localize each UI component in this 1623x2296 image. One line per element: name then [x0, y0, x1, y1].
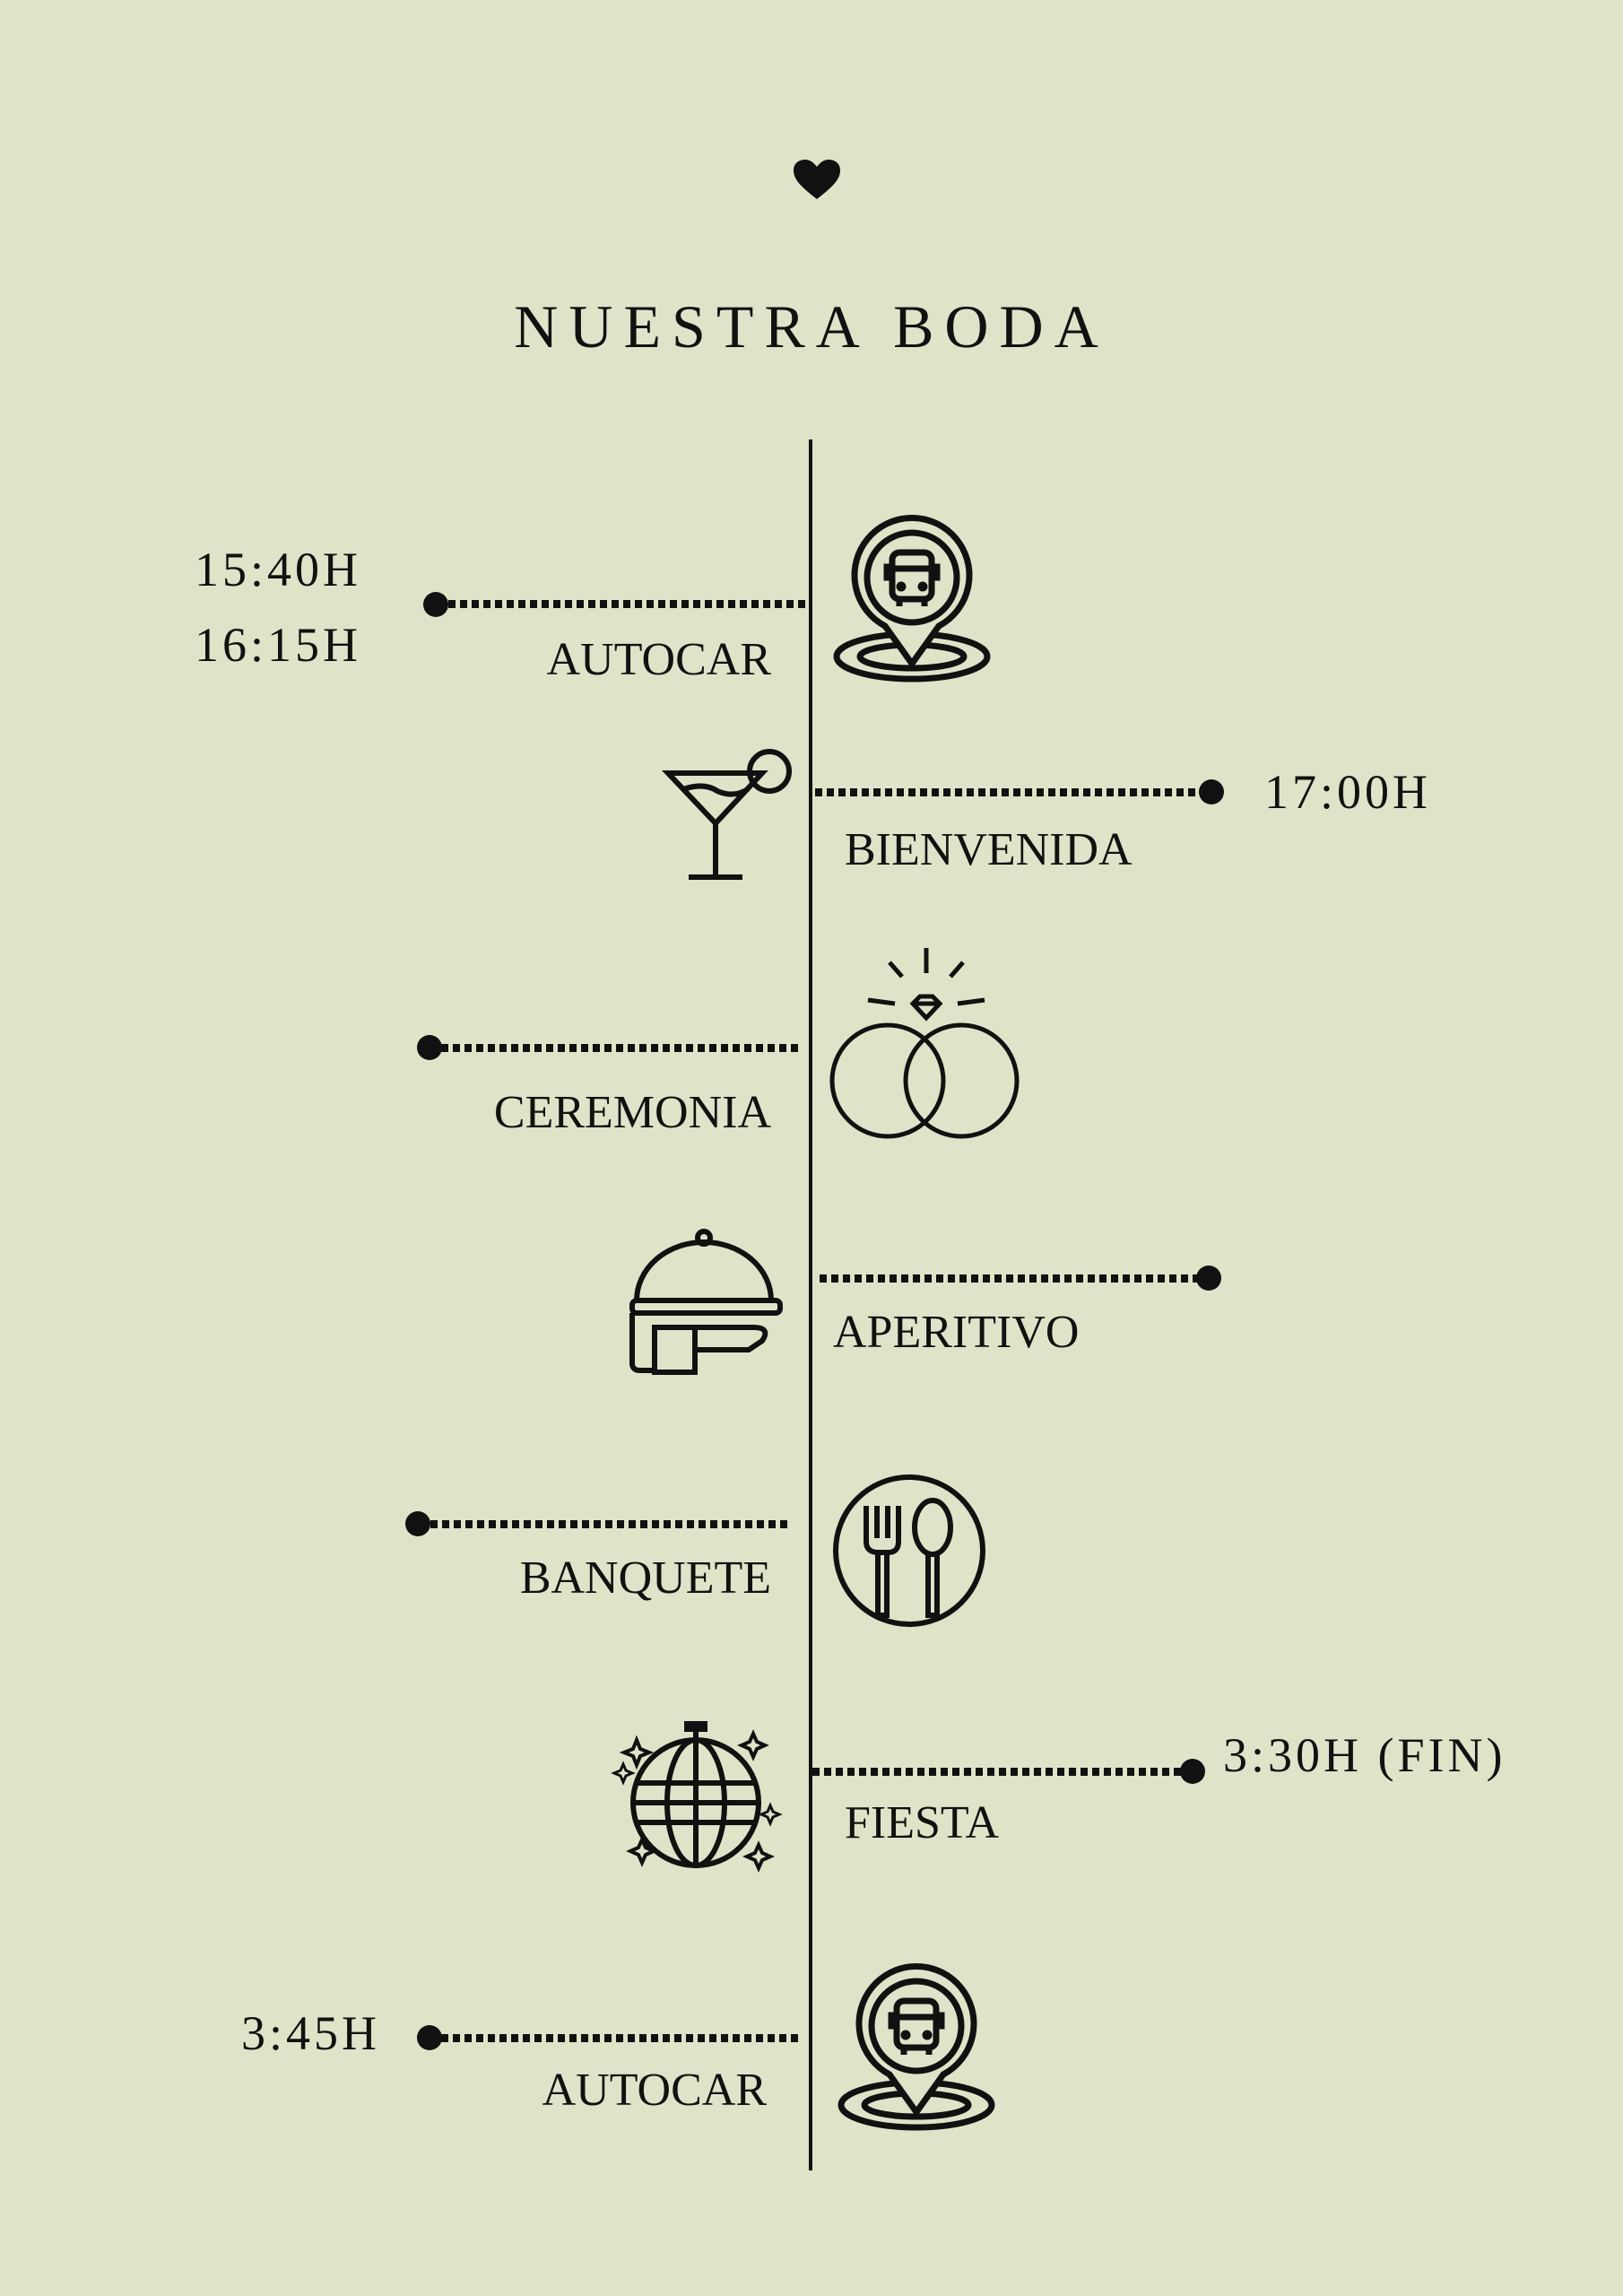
timeline-dot [1196, 1265, 1221, 1291]
event-label: AUTOCAR [546, 634, 771, 685]
cutlery-icon [833, 1474, 985, 1627]
timeline-axis [809, 439, 812, 2170]
event-label: BIENVENIDA [845, 824, 1133, 875]
cocktail-icon [662, 749, 792, 880]
event-label: BANQUETE [519, 1552, 771, 1604]
event-time: 3:30H (FIN) [1223, 1728, 1506, 1782]
bus-location-icon [838, 1963, 995, 2131]
dotted-connector [441, 2034, 802, 2042]
timeline-dot [417, 2025, 442, 2050]
heart-icon [794, 160, 840, 199]
event-label: APERITIVO [833, 1307, 1080, 1358]
timeline-dot [1199, 779, 1224, 804]
wedding-rings-icon [829, 948, 1020, 1139]
timeline-dot [405, 1511, 430, 1536]
event-time: 15:40H [195, 543, 361, 596]
bus-location-icon [833, 515, 991, 683]
dotted-connector [820, 1274, 1207, 1283]
event-label: CEREMONIA [493, 1087, 771, 1138]
event-label: FIESTA [845, 1797, 1000, 1848]
timeline-dot [423, 592, 448, 617]
event-time: 3:45H [241, 2006, 380, 2060]
event-time: 17:00H [1264, 765, 1431, 819]
event-label: AUTOCAR [542, 2065, 767, 2116]
dotted-connector [448, 600, 807, 608]
dotted-connector [815, 788, 1210, 796]
event-time: 16:15H [195, 618, 361, 672]
disco-ball-icon [611, 1721, 783, 1873]
timeline-dot [1180, 1759, 1205, 1784]
serving-cloche-icon [629, 1229, 783, 1375]
page-title: NUESTRA BODA [514, 292, 1109, 361]
dotted-connector [430, 1520, 790, 1528]
dotted-connector [812, 1768, 1189, 1776]
dotted-connector [441, 1044, 802, 1052]
timeline-dot [417, 1035, 442, 1060]
